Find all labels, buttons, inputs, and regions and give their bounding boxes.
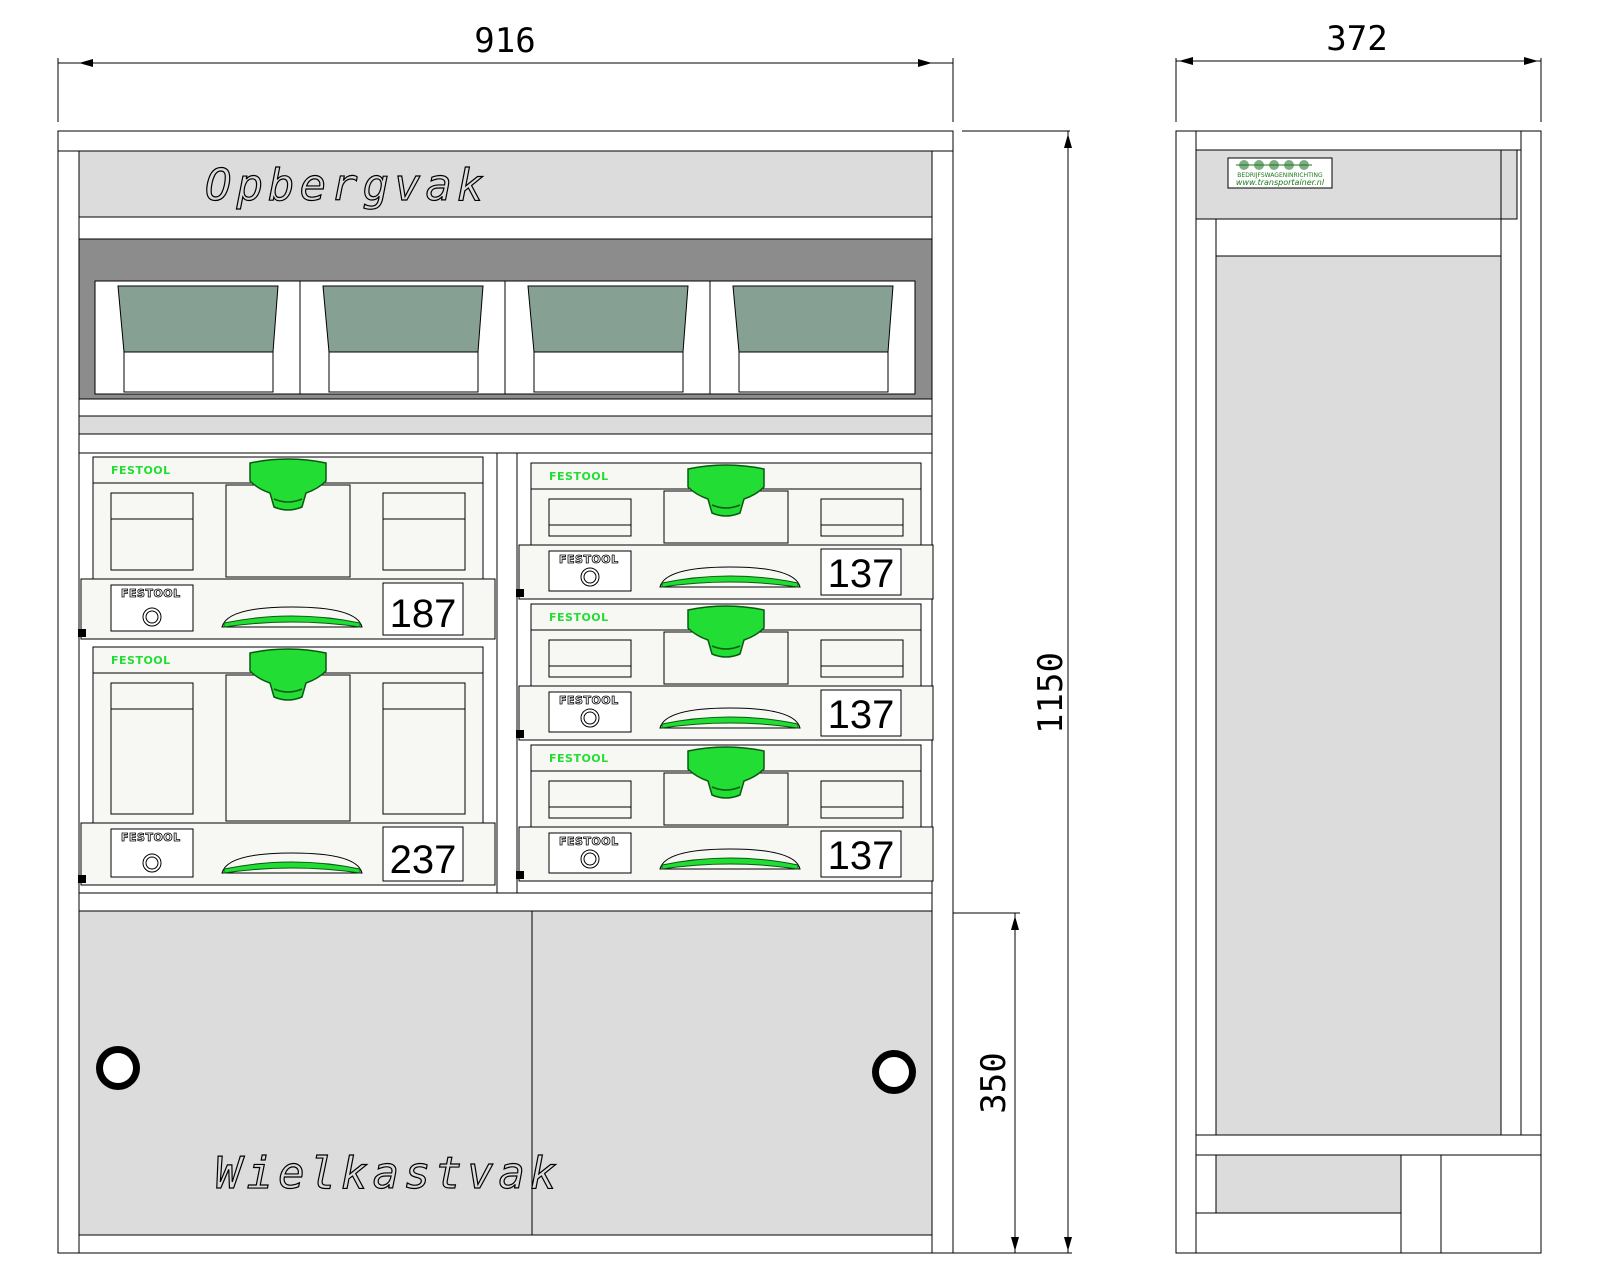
- size-label: 137: [828, 834, 895, 878]
- brand-label-front: FESTOOL: [559, 553, 619, 566]
- dimension-depth-side: [1175, 57, 1542, 122]
- front-handle-icon: [661, 575, 799, 588]
- dimension-height-lower-label: 350: [974, 1052, 1014, 1113]
- wheelbox-door-left: [78, 910, 533, 1236]
- brand-label-front: FESTOOL: [559, 694, 619, 707]
- top-handle-grip: [273, 688, 303, 693]
- center-panel: [663, 490, 789, 544]
- latch-right: [820, 780, 904, 819]
- systainer: FESTOOL FESTOOL 137: [516, 462, 934, 600]
- latch-left: [110, 492, 194, 571]
- lock-icon-inner: [583, 711, 597, 725]
- dimension-width-front-label: 916: [474, 21, 535, 61]
- bins: [94, 280, 916, 395]
- size-box: [820, 548, 902, 596]
- side-main-panel: [1215, 255, 1502, 1136]
- size-box: [382, 826, 464, 882]
- size-box: [820, 689, 902, 737]
- bin: [94, 280, 301, 395]
- dimension-height-lower: [946, 912, 1020, 1253]
- front-handle-icon: [661, 857, 799, 870]
- size-label: 137: [828, 552, 895, 596]
- top-handle-grip: [273, 498, 303, 503]
- brand-label-top: FESTOOL: [549, 470, 609, 483]
- brand-label-front: FESTOOL: [559, 835, 619, 848]
- brand-label-front: FESTOOL: [121, 587, 181, 600]
- top-handle-grip: [711, 645, 741, 650]
- bin: [299, 280, 506, 395]
- corner-foot: [78, 875, 86, 883]
- wheelbox-door-right: [531, 910, 933, 1236]
- logo-line1: BEDRIJFSWAGENINRICHTING: [1237, 172, 1323, 179]
- latch-right: [382, 492, 466, 571]
- latch-right: [820, 639, 904, 678]
- dimension-height-total: [946, 130, 1072, 1254]
- transportainer-logo: BEDRIJFSWAGENINRICHTING www.transportain…: [1227, 157, 1333, 189]
- brand-label-top: FESTOOL: [111, 654, 171, 667]
- top-handle-grip: [711, 786, 741, 791]
- storage-compartment-panel: [78, 150, 933, 218]
- front-handle-icon: [223, 861, 361, 874]
- logo-line2: www.transportainer.nl: [1236, 178, 1325, 187]
- top-handle-icon: [687, 605, 765, 658]
- front-handle-icon: [223, 615, 361, 628]
- brand-label-front: FESTOOL: [121, 831, 181, 844]
- door-knob-icon: [96, 1046, 140, 1090]
- latch-right: [382, 682, 466, 815]
- systainer: FESTOOL FESTOOL 237: [78, 646, 496, 886]
- latch-left: [110, 682, 194, 815]
- top-handle-grip: [711, 504, 741, 509]
- latch-left: [548, 639, 632, 678]
- latch-left: [548, 498, 632, 537]
- size-box: [382, 582, 464, 636]
- brand-label-top: FESTOOL: [111, 464, 171, 477]
- storage-compartment-label: Opbergvak: [205, 160, 488, 211]
- top-handle-icon: [687, 464, 765, 517]
- top-handle-icon: [687, 746, 765, 799]
- dimension-width-front: [57, 58, 954, 122]
- bin: [709, 280, 916, 395]
- systainer: FESTOOL FESTOOL 137: [516, 744, 934, 882]
- corner-foot: [516, 730, 524, 738]
- bin: [504, 280, 711, 395]
- corner-foot: [516, 589, 524, 597]
- brand-label-top: FESTOOL: [549, 752, 609, 765]
- dimension-depth-side-label: 372: [1326, 19, 1387, 59]
- size-box: [820, 830, 902, 878]
- brand-label-top: FESTOOL: [549, 611, 609, 624]
- side-wheelbox-panel: [1215, 1154, 1402, 1214]
- latch-right: [820, 498, 904, 537]
- side-view: [1175, 130, 1542, 1254]
- door-knob-icon: [872, 1050, 916, 1094]
- front-handle-icon: [661, 716, 799, 729]
- latch-left: [548, 780, 632, 819]
- systainer: FESTOOL FESTOOL 137: [516, 603, 934, 741]
- corner-foot: [516, 871, 524, 879]
- lock-icon-inner: [145, 610, 159, 624]
- systainer: FESTOOL FESTOOL 187: [78, 456, 496, 640]
- lock-icon-inner: [583, 570, 597, 584]
- top-handle-icon: [249, 458, 327, 511]
- size-label: 237: [390, 838, 457, 882]
- lock-icon-inner: [145, 856, 159, 870]
- wheelbox-compartment-label: Wielkastvak: [215, 1148, 561, 1199]
- size-label: 137: [828, 693, 895, 737]
- lock-icon-inner: [583, 852, 597, 866]
- corner-foot: [78, 629, 86, 637]
- top-handle-icon: [249, 648, 327, 701]
- size-label: 187: [390, 592, 457, 636]
- dimension-height-total-label: 1150: [1031, 652, 1071, 734]
